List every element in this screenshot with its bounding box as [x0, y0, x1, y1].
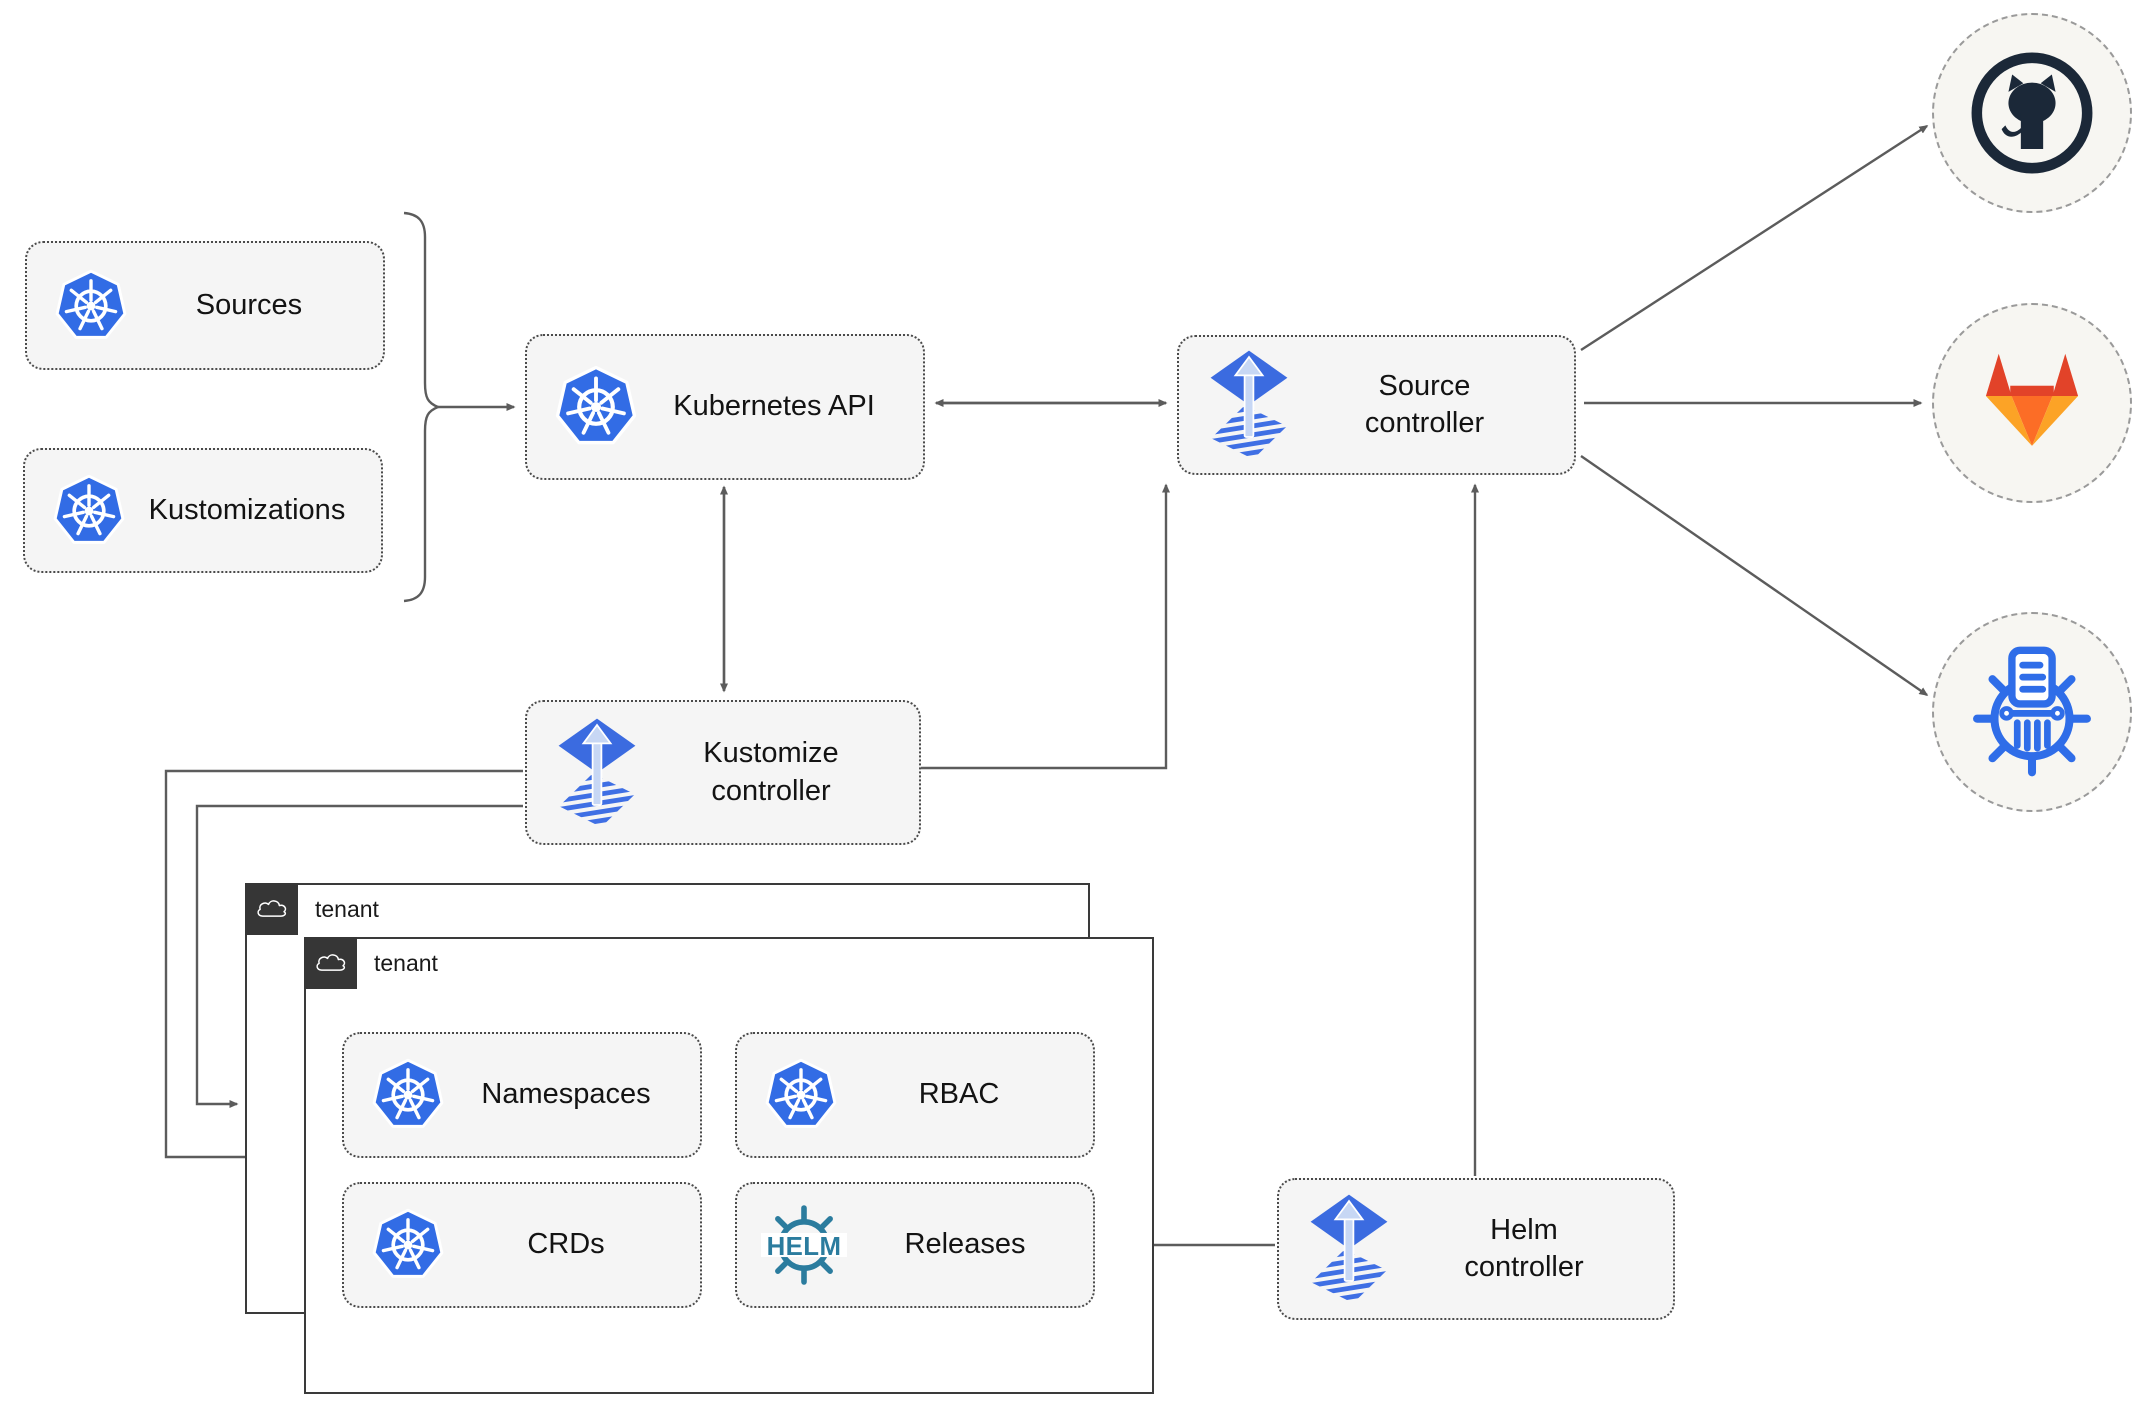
chartmuseum-icon [1965, 645, 2099, 779]
node-source-controller: Source controller [1177, 335, 1576, 475]
tenant-label: tenant [315, 895, 379, 922]
node-label: Kubernetes API [673, 390, 875, 423]
node-label: Sources [195, 288, 303, 321]
node-label: Namespaces [481, 1078, 651, 1111]
node-rbac: RBAC [735, 1032, 1095, 1158]
flux-icon [1309, 1193, 1389, 1305]
gitlab-icon [1968, 348, 2096, 458]
tenant-label: tenant [374, 949, 438, 976]
node-label: Kustomize controller [703, 737, 839, 807]
helm-icon: HELM [757, 1202, 851, 1288]
node-crds: CRDs [342, 1182, 702, 1308]
tenant-badge [244, 882, 298, 935]
node-label: CRDs [527, 1228, 605, 1261]
cloud-icon [254, 895, 289, 922]
svg-text:HELM: HELM [767, 1233, 842, 1261]
node-kustomizations: Kustomizations [23, 448, 383, 573]
node-label: Helm controller [1464, 1213, 1584, 1283]
github-icon [1970, 51, 2094, 175]
node-releases: HELM Releases [735, 1182, 1095, 1308]
node-label: Releases [904, 1228, 1026, 1261]
external-chartmuseum [1932, 612, 2132, 812]
kubernetes-icon [51, 474, 127, 548]
node-kustomize-controller: Kustomize controller [525, 700, 921, 845]
flux-icon [1209, 349, 1289, 461]
external-github [1932, 13, 2132, 213]
node-kubernetes-api: Kubernetes API [525, 334, 925, 480]
tenant-badge [303, 936, 357, 989]
node-label: RBAC [918, 1078, 1000, 1111]
kubernetes-icon [553, 365, 639, 449]
node-helm-controller: Helm controller [1277, 1178, 1675, 1320]
node-sources: Sources [25, 241, 385, 370]
kubernetes-icon [370, 1208, 446, 1282]
node-label: Kustomizations [148, 493, 346, 526]
node-namespaces: Namespaces [342, 1032, 702, 1158]
brace [403, 211, 442, 603]
kubernetes-icon [53, 269, 129, 343]
tenant-box-front: tenant [303, 936, 1154, 1394]
external-gitlab [1932, 303, 2132, 503]
kubernetes-icon [370, 1058, 446, 1132]
flux-icon [557, 717, 637, 829]
cloud-icon [313, 949, 348, 976]
node-label: Source controller [1364, 369, 1485, 439]
kubernetes-icon [763, 1058, 839, 1132]
